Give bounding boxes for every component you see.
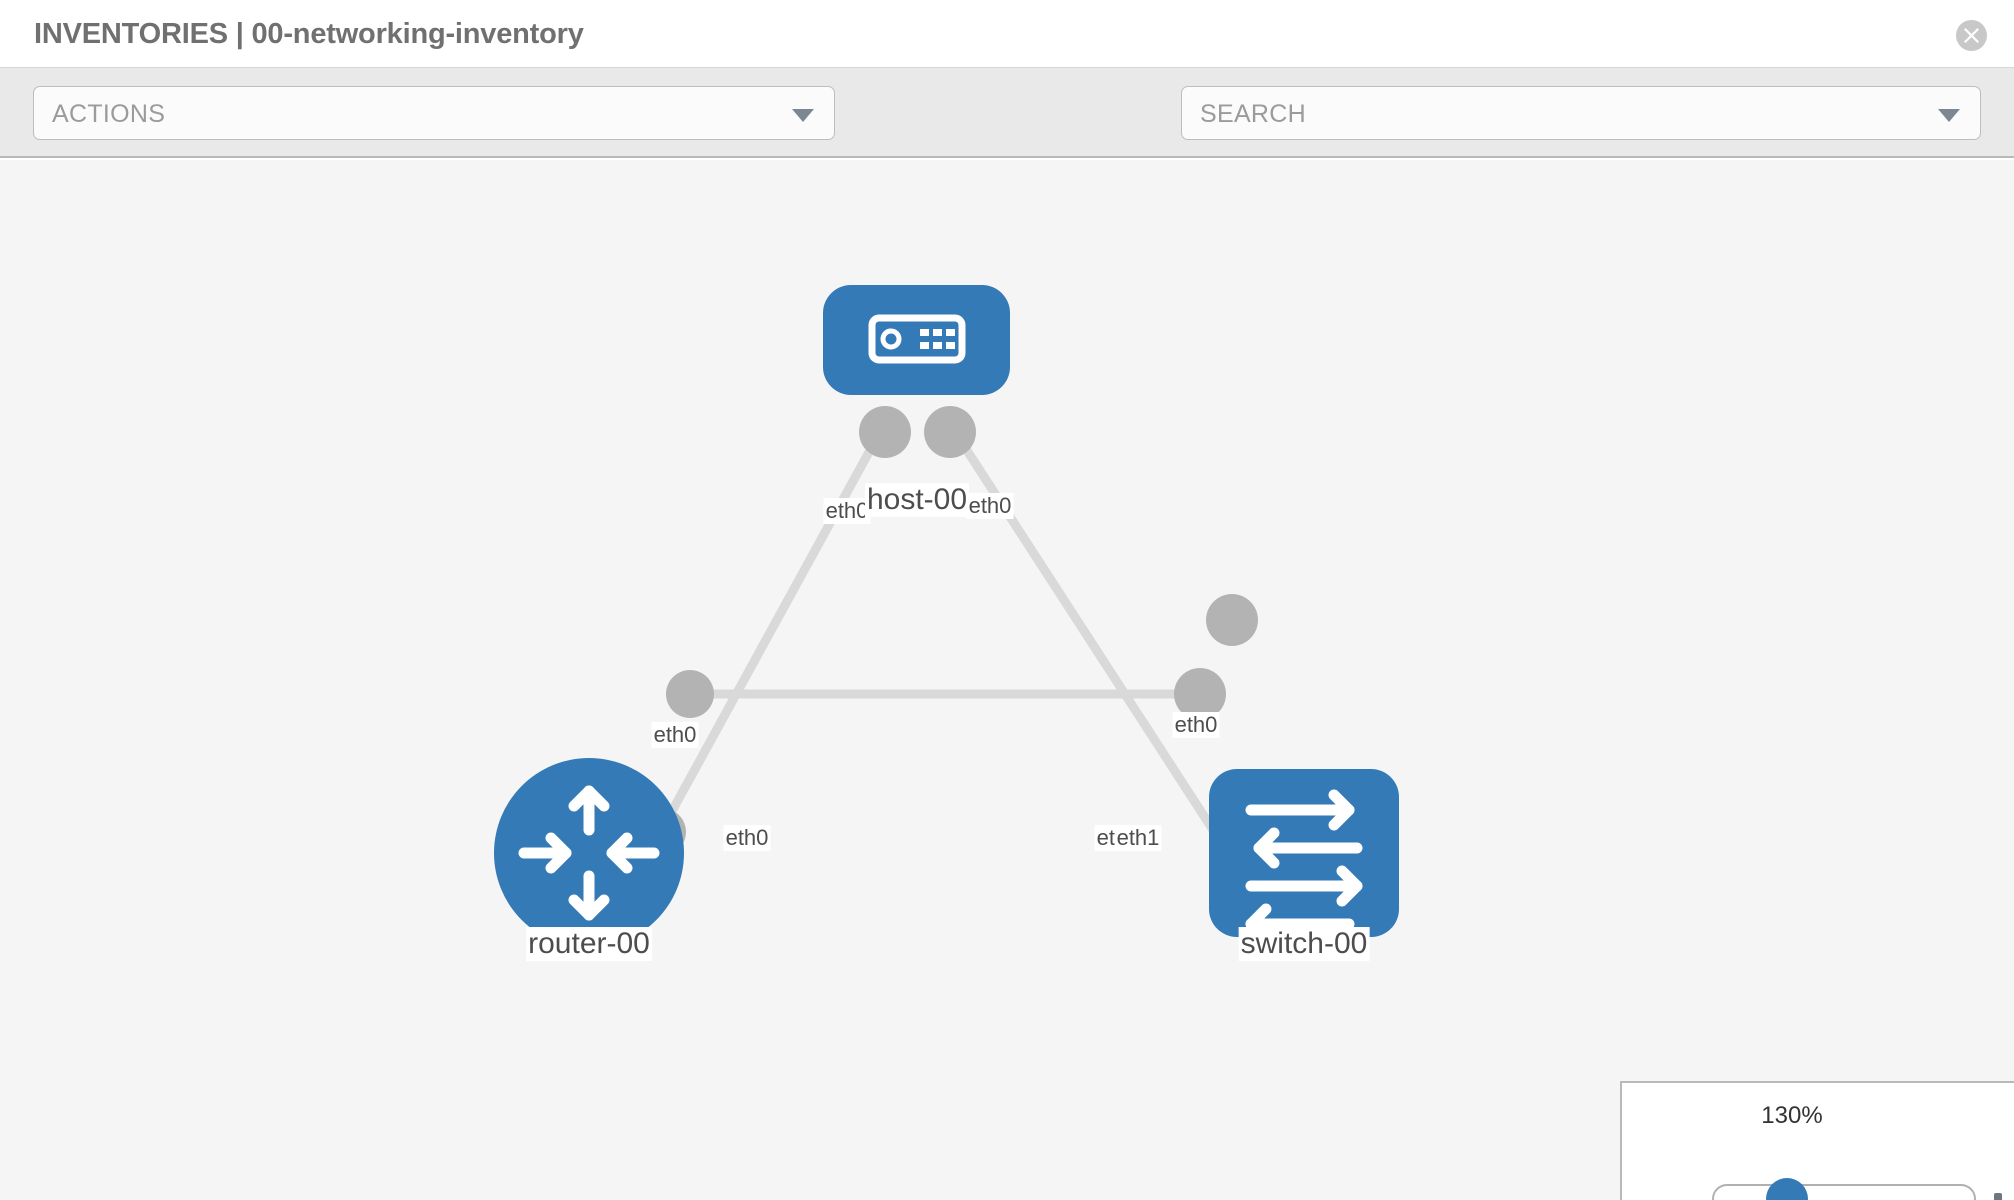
handle-host00-left: [859, 406, 911, 458]
search-placeholder: SEARCH: [1200, 100, 1306, 128]
handle-host00-right: [924, 406, 976, 458]
topology-handles: [638, 406, 1258, 856]
node-label-host-00: host-00: [864, 483, 970, 517]
node-switch-00: [1209, 769, 1399, 945]
router-arrows-icon: [518, 785, 660, 921]
switch-arrows-icon: [1245, 789, 1363, 945]
topology-graph: [494, 285, 1399, 948]
node-host-00: [823, 285, 1010, 395]
search-input[interactable]: SEARCH: [1181, 86, 1981, 140]
topology-toolbar: ACTIONS SEARCH: [0, 68, 2014, 200]
page-title: INVENTORIES | 00-networking-inventory: [34, 18, 584, 50]
edge-label-host00-eth0-right: eth0: [966, 493, 1014, 519]
edge-label-router00-eth0-up: eth0: [651, 722, 699, 748]
page-header: INVENTORIES | 00-networking-inventory: [0, 0, 2014, 68]
zoom-slider[interactable]: [1712, 1184, 1976, 1200]
handle-switch00-left: [1174, 668, 1226, 720]
edge-label-host00-eth0-left: eth0: [823, 498, 871, 524]
actions-dropdown-label: ACTIONS: [52, 100, 166, 128]
edge-host00-router00: [656, 429, 884, 836]
node-router-00: [494, 758, 684, 948]
plus-icon[interactable]: [1982, 1193, 2014, 1200]
close-icon[interactable]: [1956, 20, 1987, 51]
topology-canvas[interactable]: eth0 eth0 eth0 eth0 eth0 eth0 eth1 host-…: [0, 160, 2014, 1200]
node-label-router-00: router-00: [526, 927, 652, 961]
zoom-control-panel: 130%: [1620, 1081, 2014, 1200]
handle-router00-right: [666, 670, 714, 718]
actions-dropdown[interactable]: ACTIONS: [33, 86, 835, 140]
edge-label-switch00-eth0-up: eth0: [1172, 712, 1220, 738]
handle-switch00-up: [1206, 594, 1258, 646]
node-label-switch-00: switch-00: [1238, 927, 1370, 961]
zoom-slider-thumb[interactable]: [1766, 1178, 1808, 1200]
edge-label-switch00-eth1-left: eth1: [1114, 825, 1162, 851]
chevron-down-icon: [1938, 109, 1960, 122]
edge-label-router00-eth0-right: eth0: [723, 825, 771, 851]
server-icon: [868, 314, 966, 364]
zoom-level-value: 130%: [1761, 1102, 1823, 1129]
chevron-down-icon: [792, 109, 814, 122]
